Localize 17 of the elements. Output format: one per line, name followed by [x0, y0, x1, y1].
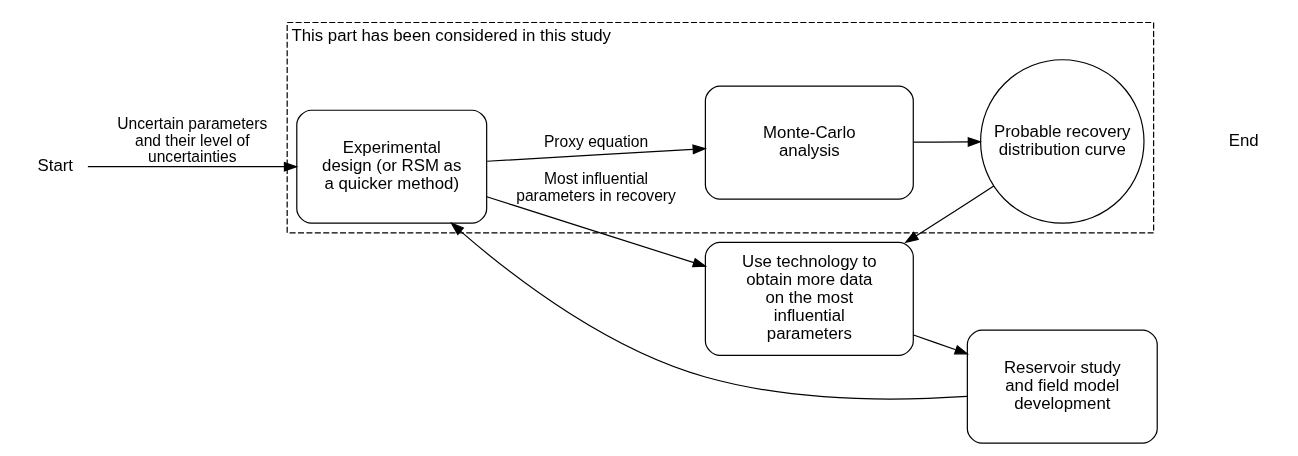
- node-box: Use technology to obtain more data on the most influential parameters: [704, 241, 914, 356]
- label: End: [1228, 130, 1259, 150]
- node-circle: Probable recovery distribution curve: [979, 59, 1145, 224]
- arrow: [912, 334, 969, 355]
- arrow: [86, 161, 298, 172]
- edge-label: Uncertain parameters and their level of uncertainties: [116, 114, 267, 166]
- arrow: [486, 144, 707, 162]
- edge-label: Most influential parameters in recovery: [515, 170, 676, 204]
- arrow: [903, 185, 994, 244]
- arrow: [449, 222, 968, 400]
- node-text: Start: [37, 156, 73, 176]
- edge-label: Proxy equation: [543, 132, 648, 150]
- arrow: [485, 196, 707, 268]
- arrow: [912, 136, 982, 147]
- node-box: Reservoir study and field model development: [966, 329, 1158, 444]
- node-box: Experimental design (or RSM as a quicker method): [295, 109, 487, 224]
- node-box: Monte-Carlo analysis: [704, 85, 914, 200]
